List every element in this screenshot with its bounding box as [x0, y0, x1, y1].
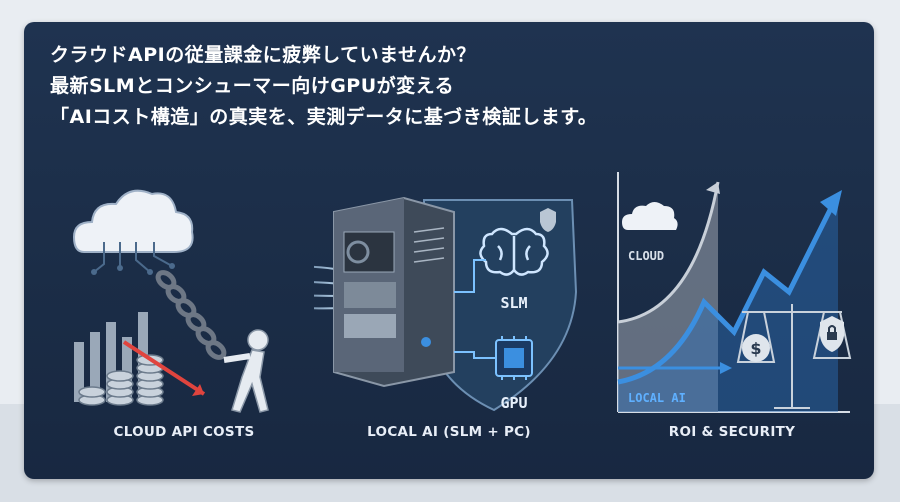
cloud-icon	[622, 202, 678, 230]
slm-label: SLM	[500, 294, 527, 312]
up-trend-arrow-icon	[820, 190, 842, 216]
caption-roi-security: ROI & SECURITY	[668, 424, 796, 440]
headline-line-3: 「AIコスト構造」の真実を、実測データに基づき検証します。	[50, 106, 598, 128]
headline-line-2: 最新SLMとコンシューマー向けGPUが変える	[50, 75, 455, 97]
chain-icon	[155, 270, 227, 360]
small-shield-icon	[540, 208, 556, 232]
caption-local-ai: LOCAL AI (SLM + PC)	[367, 424, 531, 440]
cloud-icon	[72, 189, 194, 275]
headline: クラウドAPIの従量課金に疲弊していませんか？ 最新SLMとコンシューマー向けG…	[50, 40, 850, 133]
gpu-label: GPU	[500, 394, 527, 412]
roi-security-illustration: CLOUD LOCAL AI $	[614, 172, 854, 432]
cloud-costs-illustration	[54, 172, 294, 432]
lock-shield-icon	[820, 316, 844, 352]
growth-chart-icon: CLOUD LOCAL AI $	[617, 172, 852, 413]
pc-tower-icon: SLM GPU	[314, 196, 578, 412]
svg-text:$: $	[750, 339, 761, 358]
headline-line-1: クラウドAPIの従量課金に疲弊していませんか？	[50, 44, 477, 66]
power-led-icon	[421, 337, 431, 347]
data-flow-lines	[314, 265, 343, 310]
pc-case	[333, 196, 455, 388]
cloud-chain-icon	[72, 189, 269, 413]
caption-cloud-api-costs: CLOUD API COSTS	[113, 424, 255, 440]
coin-stack-icon	[78, 354, 164, 406]
local-ai-illustration: SLM GPU	[314, 172, 604, 432]
dollar-coin-icon: $	[742, 334, 770, 362]
cloud-label: CLOUD	[628, 249, 664, 263]
down-trend-arrow-icon	[122, 340, 206, 396]
brain-icon	[479, 227, 549, 276]
local-ai-label: LOCAL AI	[628, 391, 686, 405]
person-pulling-icon	[223, 329, 269, 413]
gpu-chip-icon	[495, 336, 533, 380]
hero-card: クラウドAPIの従量課金に疲弊していませんか？ 最新SLMとコンシューマー向けG…	[24, 22, 874, 479]
